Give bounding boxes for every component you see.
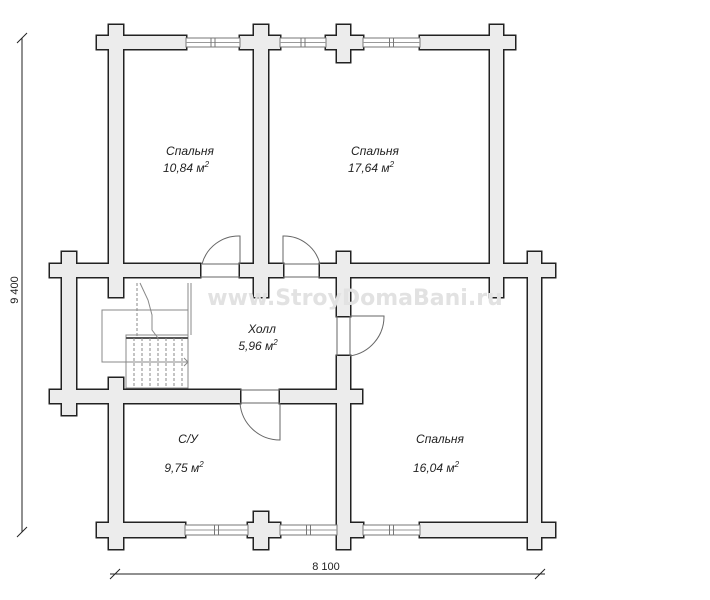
door (200, 235, 241, 278)
wall-segment (337, 264, 350, 316)
openings (184, 37, 421, 536)
wall-segment (50, 264, 200, 277)
wall-segment (62, 264, 76, 415)
window (362, 37, 421, 48)
wall-segment (337, 356, 350, 537)
wall-segment (337, 512, 350, 549)
svg-text:5,96 м2: 5,96 м2 (238, 338, 278, 353)
staircase (101, 282, 192, 389)
room-bedroom-2: Спальня 17,64 м2 (348, 144, 400, 175)
wall-segment (528, 264, 541, 549)
room-bedroom-1: Спальня 10,84 м2 (163, 144, 215, 175)
dimension-height-label: 9 400 (9, 276, 21, 304)
wall-segment (50, 390, 240, 403)
window (362, 524, 421, 536)
door (239, 389, 281, 441)
wall-segment (420, 523, 555, 537)
dimension-height (16, 32, 28, 538)
walls (50, 25, 555, 549)
window (184, 524, 249, 536)
svg-text:С/У: С/У (178, 432, 199, 446)
svg-text:Спальня: Спальня (416, 432, 464, 446)
door (336, 315, 385, 357)
window (279, 524, 338, 536)
wall-segment (490, 264, 503, 297)
svg-text:10,84 м2: 10,84 м2 (163, 160, 210, 175)
svg-text:Спальня: Спальня (351, 144, 399, 158)
wall-segment (254, 36, 268, 277)
room-bedroom-3: Спальня 16,04 м2 (413, 432, 465, 475)
wall-segment (254, 252, 268, 297)
svg-text:9,75 м2: 9,75 м2 (164, 460, 204, 475)
wall-segment (109, 390, 123, 549)
wall-segment (97, 523, 185, 537)
room-hall: Холл 5,96 м2 (238, 322, 278, 353)
svg-text:16,04 м2: 16,04 м2 (413, 460, 460, 475)
wall-segment (109, 252, 123, 297)
wall-segment (280, 390, 362, 403)
door (282, 235, 321, 278)
svg-text:Спальня: Спальня (166, 144, 214, 158)
wall-segment (254, 512, 268, 549)
window (185, 37, 241, 48)
window (279, 37, 327, 48)
wall-segment (490, 36, 503, 277)
wall-segment (109, 36, 123, 277)
wall-segment (337, 25, 350, 62)
watermark: www.StroyDomaBani.ru (207, 286, 502, 311)
dimension-width (109, 568, 546, 580)
wall-segment (528, 512, 541, 549)
wall-segment (320, 264, 555, 277)
svg-text:17,64 м2: 17,64 м2 (348, 160, 395, 175)
dimension-width-label: 8 100 (312, 561, 340, 573)
svg-text:Холл: Холл (247, 322, 276, 336)
room-bathroom: С/У 9,75 м2 (164, 432, 204, 475)
